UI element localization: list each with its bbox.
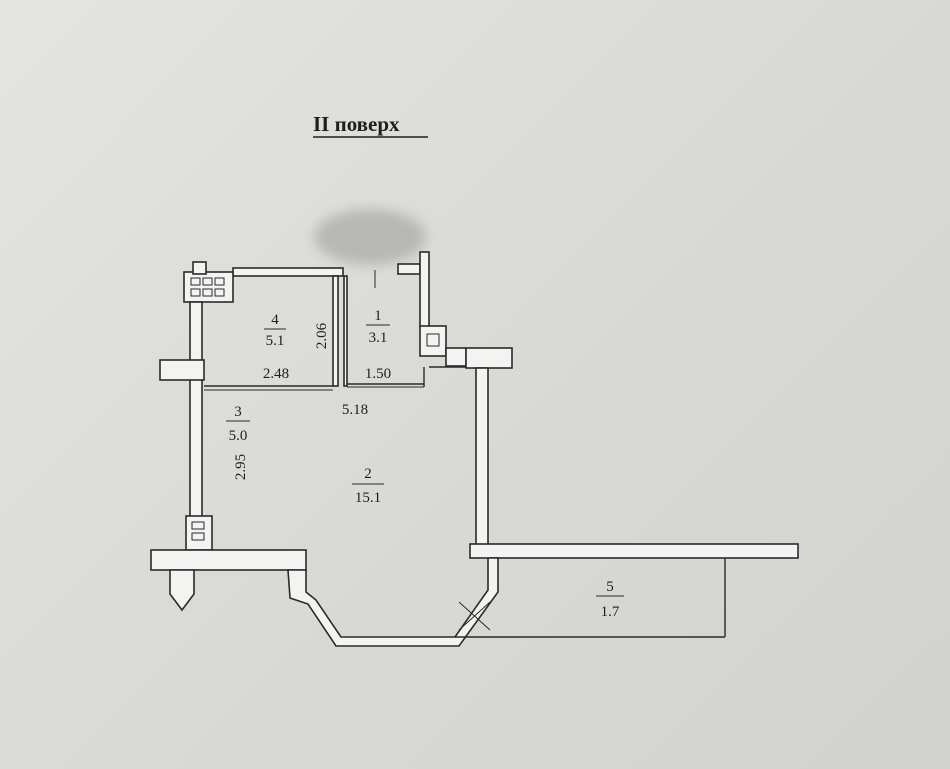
room-4-number: 4 — [271, 312, 279, 328]
room-4-area: 5.1 — [266, 333, 285, 349]
wall-right — [475, 367, 489, 549]
wall-right-upper — [419, 251, 430, 328]
vent-block-top — [183, 271, 234, 303]
room-3-number: 3 — [234, 404, 242, 420]
bay-window — [287, 557, 499, 647]
room-1-area: 3.1 — [369, 330, 388, 346]
vent-block-right — [419, 325, 447, 357]
room-5-number: 5 — [606, 579, 614, 595]
wall-balcony-top — [469, 543, 799, 559]
room-5-area: 1.7 — [601, 604, 620, 620]
dimension-room-2-width: 5.18 — [342, 402, 368, 418]
dimension-room-4-height: 2.06 — [314, 322, 330, 349]
redacted-area — [314, 209, 426, 265]
room-2-area: 15.1 — [355, 490, 381, 506]
dimension-room-4-width: 2.48 — [263, 366, 289, 382]
wall-bottom-left — [150, 549, 307, 571]
floor-title: II поверх — [313, 112, 400, 136]
wall-right-pier — [465, 347, 513, 369]
wall-left-pier — [159, 359, 205, 381]
dimension-room-1-width: 1.50 — [365, 366, 391, 382]
wall-left — [189, 301, 203, 553]
wall-top-right — [397, 263, 421, 275]
partition-rooms-4-1 — [332, 275, 339, 387]
dimension-room-3-height: 2.95 — [233, 454, 249, 480]
room-3-area: 5.0 — [229, 428, 248, 444]
wall-bottom-left-stub — [169, 569, 195, 612]
wall-top-left — [232, 267, 344, 277]
room-2-number: 2 — [364, 466, 372, 482]
room-1-number: 1 — [374, 308, 382, 324]
